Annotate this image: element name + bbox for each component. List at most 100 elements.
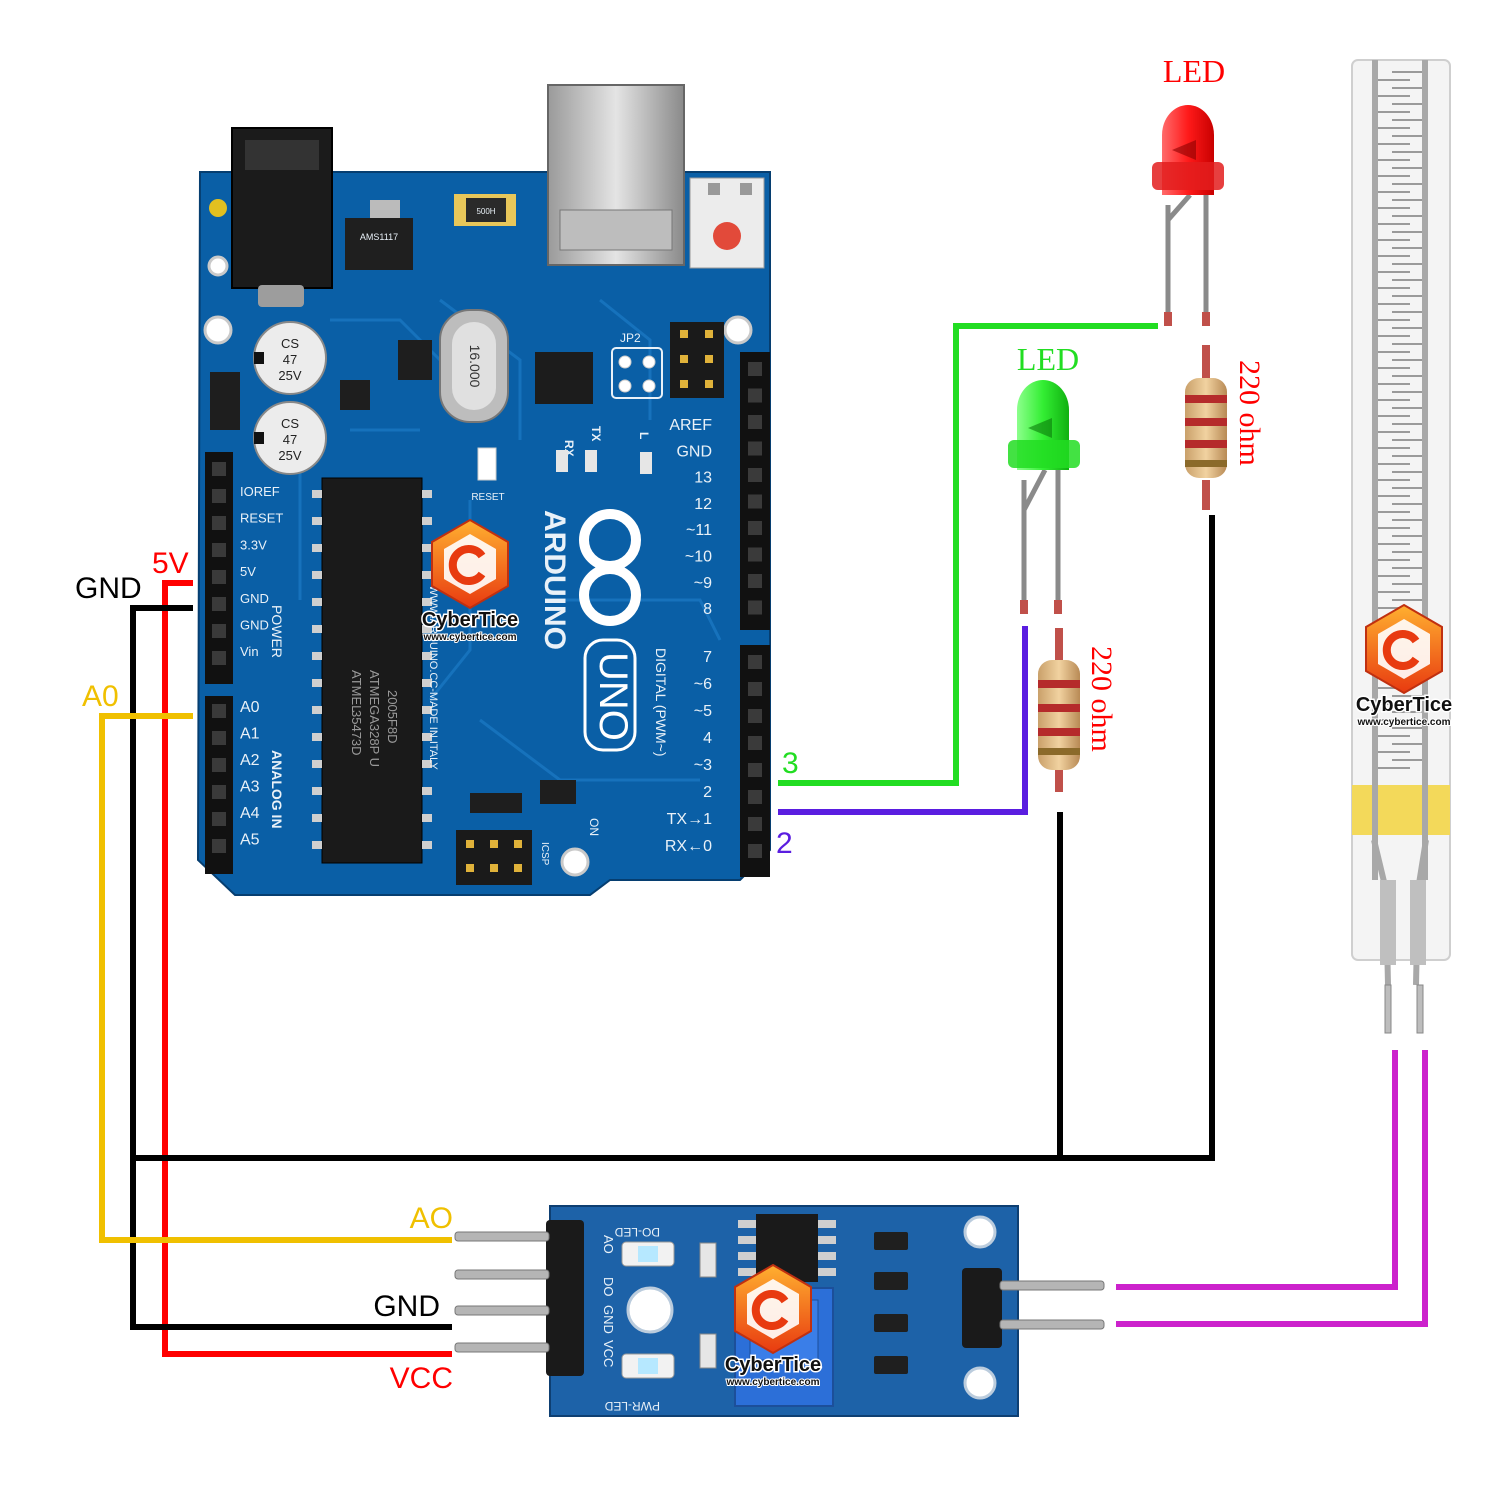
power-pin-label-0: IOREF (240, 484, 280, 499)
mount-hole-5 (209, 199, 227, 217)
power-pin-label-5: GND (240, 618, 269, 633)
wire-flex-sensor-2 (1116, 1050, 1428, 1327)
wire-flex-sensor-1 (1116, 1050, 1398, 1290)
label-pin3: 3 (782, 747, 799, 780)
digital-pin-label-5: ~10 (685, 549, 712, 566)
svg-text:CS: CS (281, 416, 299, 431)
power-pin-label-3: 5V (240, 564, 256, 579)
green-led-resistor (1038, 628, 1080, 792)
label-a0-arduino: A0 (82, 680, 119, 713)
power-pin-label-1: RESET (240, 511, 283, 526)
analog-pin-label-0: A0 (240, 699, 260, 716)
analog-pin-label-1: A1 (240, 726, 260, 743)
power-pin-label-2: 3.3V (240, 537, 267, 552)
red-led-assembly (1152, 105, 1227, 510)
label-led-red: LED (1163, 53, 1225, 89)
wire-pin3-to-red-led (778, 323, 1158, 786)
capacitor-1: CS 47 25V (253, 321, 327, 395)
digital-pin-label-6: ~9 (694, 575, 712, 592)
wires (99, 323, 1428, 1357)
icsp-label: ICSP (539, 842, 550, 866)
wire-pin2-to-green-led (778, 626, 1028, 815)
regulator-label: AMS1117 (360, 232, 398, 242)
digital-pin-label-2: 13 (694, 470, 712, 487)
jp2-label: JP2 (620, 331, 641, 345)
digital-pin-label-12: ~3 (694, 757, 712, 774)
voltage-regulator (345, 218, 413, 270)
watermark-url: www.cybertice.com (1357, 717, 1451, 728)
arduino-uno-board: AMS1117 500H CS 47 25V CS 47 25V 16.0 (196, 84, 771, 896)
digital-pin-label-11: 4 (703, 730, 712, 747)
arduino-brand-text: ARDUINO (538, 510, 571, 650)
digital-header-bottom (740, 645, 770, 877)
arduino-website-text: WWW.ARDUINO.CC-MADE IN ITALY (427, 585, 439, 770)
green-led-assembly (1008, 380, 1080, 792)
label-resistor-green: 220 ohm (1085, 646, 1118, 752)
on-led-label: ON (587, 818, 601, 836)
tx-label: TX (589, 426, 603, 441)
red-led (1152, 105, 1224, 326)
power-header (205, 452, 233, 684)
mount-hole-1 (203, 315, 233, 345)
digital-pin-label-10: ~5 (694, 703, 712, 720)
svg-text:UNO: UNO (591, 652, 635, 741)
crystal-oscillator: 16.000 (439, 309, 509, 423)
do-led-label: DO-LED (614, 1225, 660, 1239)
svg-text:47: 47 (283, 352, 297, 367)
flex-sensor (1351, 59, 1451, 1034)
digital-pin-label-9: ~6 (694, 676, 712, 693)
power-pin-label-4: GND (240, 591, 269, 606)
label-pin2: 2 (776, 827, 793, 860)
module-pin-ao-label: AO (601, 1235, 616, 1254)
digital-pin-label-0: AREF (669, 417, 712, 434)
arduino-infinity-logo (579, 509, 641, 626)
wire-gnd-to-module-gnd (130, 605, 452, 1330)
watermark-brand: CyberTice (422, 609, 518, 631)
svg-text:25V: 25V (278, 448, 301, 463)
watermark-brand: CyberTice (1356, 694, 1452, 716)
label-ao-module: AO (410, 1202, 453, 1235)
watermark-url: www.cybertice.com (726, 1377, 820, 1388)
svg-text:ATMEL: ATMEL (349, 670, 364, 712)
pwr-led-label: PWR-LED (604, 1399, 660, 1413)
watermark-url: www.cybertice.com (423, 632, 517, 643)
analog-pin-label-3: A3 (240, 779, 260, 796)
module-right-header (962, 1268, 1105, 1348)
power-section-label: POWER (269, 605, 285, 658)
module-mount-hole (626, 1286, 674, 1334)
mount-hole-4 (560, 847, 590, 877)
usb-chip (535, 352, 593, 404)
svg-text:25V: 25V (278, 368, 301, 383)
reset-on-label: RESET (471, 492, 504, 503)
mount-hole-3 (207, 255, 229, 277)
digital-pin-label-13: 2 (703, 784, 712, 801)
digital-pin-label-7: 8 (703, 601, 712, 618)
svg-text:ATMEGA328P U: ATMEGA328P U (367, 670, 382, 767)
green-led (1008, 380, 1080, 614)
wire-ground-bus (133, 515, 1215, 1161)
mount-hole-2 (723, 315, 753, 345)
atmega328p-chip: ATMEL 35473D ATMEGA328P U 2005F8D (312, 477, 432, 864)
svg-text:35473D: 35473D (349, 710, 364, 756)
digital-pin-label-4: ~11 (686, 522, 712, 539)
module-pin-vcc-label: VCC (601, 1340, 616, 1367)
module-left-header (454, 1220, 584, 1376)
capacitor-2: CS 47 25V (253, 401, 327, 475)
svg-text:16.000: 16.000 (467, 345, 483, 388)
digital-pin-label-15: RX←0 (665, 838, 712, 855)
digital-pin-label-3: 12 (694, 496, 712, 513)
digital-pin-label-14: TX→1 (667, 811, 712, 828)
label-5v: 5V (152, 547, 189, 580)
icsp-header-bottom (456, 830, 532, 885)
module-pin-gnd-label: GND (601, 1305, 616, 1334)
module-pin-do-label: DO (601, 1277, 616, 1297)
wire-5v-to-vcc (162, 580, 452, 1357)
label-led-green: LED (1017, 341, 1079, 377)
label-vcc-module: VCC (390, 1362, 453, 1395)
